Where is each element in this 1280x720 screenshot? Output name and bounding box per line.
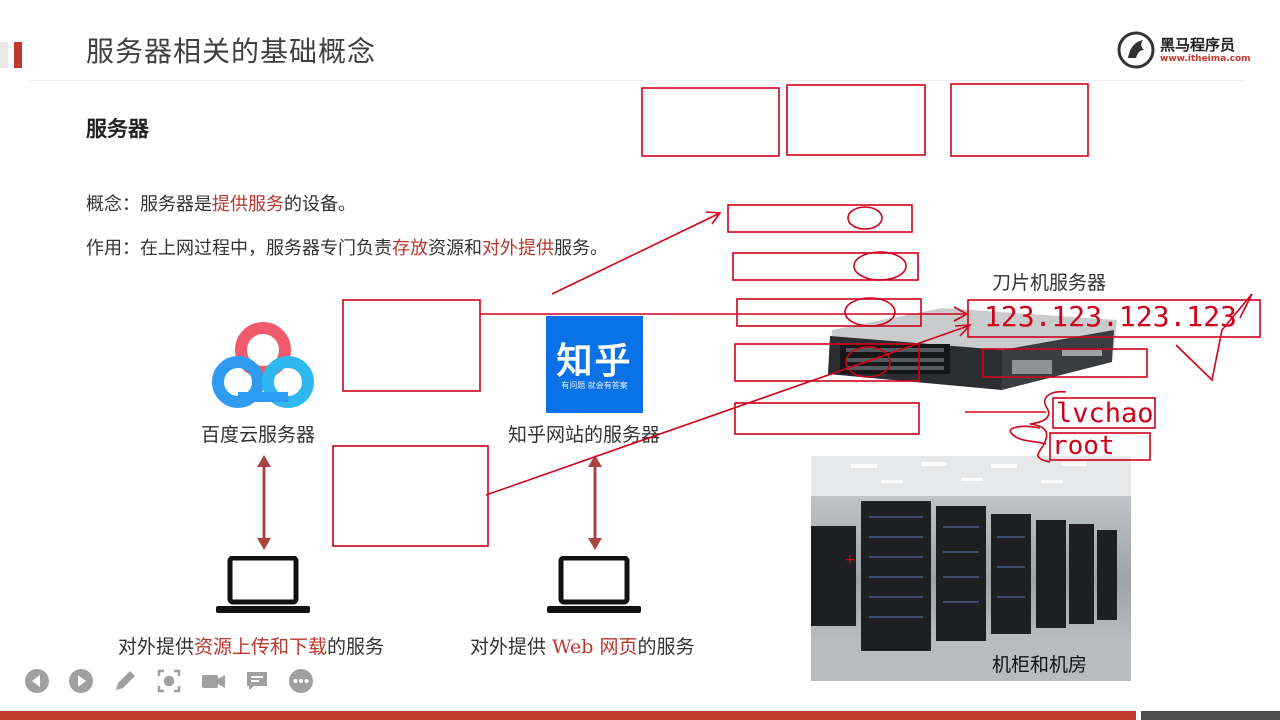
blade-server-image — [828, 308, 1117, 390]
role-line: 作用：在上网过程中，服务器专门负责存放资源和对外提供服务。 — [86, 238, 608, 259]
logo-name: 黑马程序员 — [1160, 36, 1236, 54]
left-service-caption: 对外提供资源上传和下载的服务 — [118, 636, 385, 658]
datacenter-image: + — [811, 456, 1131, 681]
annotation-box-r5 — [734, 402, 920, 435]
title-accent-bar — [14, 42, 22, 68]
annotation-box-left-1 — [342, 299, 481, 392]
section-title: 服务器 — [86, 116, 149, 141]
footer-red-bar — [0, 711, 1136, 720]
ip-annotation: 123.123.123.123 — [984, 300, 1237, 333]
annotation-box-r1 — [727, 204, 913, 233]
datacenter-label: 机柜和机房 — [992, 654, 1088, 676]
zhihu-logo: 知乎 有问题 就会有答案 — [546, 316, 643, 413]
annotation-box-top-3 — [950, 83, 1089, 157]
camera-icon[interactable] — [200, 668, 226, 694]
baidu-cloud-logo-icon — [212, 322, 314, 408]
annotation-box-r2 — [732, 252, 919, 281]
annotation-box-r3 — [736, 298, 922, 327]
baidu-label: 百度云服务器 — [201, 424, 316, 446]
svg-text:+: + — [844, 552, 856, 568]
zhihu-logo-slogan: 有问题 就会有答案 — [561, 381, 628, 390]
annotation-box-r4 — [734, 343, 920, 382]
blade-server-label: 刀片机服务器 — [992, 272, 1107, 294]
laptop-icon — [547, 556, 641, 613]
footer-gray-bar — [1141, 711, 1280, 720]
horse-logo-icon — [1117, 31, 1155, 69]
laptop-icon — [216, 556, 310, 613]
user-box-2 — [1049, 432, 1151, 461]
annotation-box-top-1 — [641, 87, 780, 157]
zhihu-logo-text: 知乎 — [556, 341, 633, 382]
double-arrow-icon — [257, 455, 271, 550]
annotation-box-top-2 — [786, 84, 926, 156]
annotation-box-r6 — [982, 348, 1148, 378]
next-icon[interactable] — [68, 668, 94, 694]
right-service-caption: 对外提供 Web 网页的服务 — [470, 636, 695, 658]
prev-icon[interactable] — [24, 668, 50, 694]
header-divider — [30, 80, 1245, 81]
user-annotation-2: root — [1052, 431, 1115, 461]
logo-url: www.itheima.com — [1160, 54, 1251, 64]
server-racks-graphic: + — [811, 456, 1131, 681]
title-bar-shadow — [0, 42, 8, 68]
annotation-box-left-2 — [332, 445, 489, 547]
user-annotation-1: lvchao — [1056, 398, 1154, 429]
more-icon[interactable] — [288, 668, 314, 694]
itheima-logo — [1116, 30, 1251, 70]
slide-title: 服务器相关的基础概念 — [86, 35, 377, 68]
zhihu-label: 知乎网站的服务器 — [508, 424, 661, 446]
pen-icon[interactable] — [112, 668, 138, 694]
comment-icon[interactable] — [244, 668, 270, 694]
user-box-1 — [1052, 397, 1156, 429]
concept-line: 概念：服务器是提供服务的设备。 — [86, 194, 356, 215]
screenshot-icon[interactable] — [156, 668, 182, 694]
ip-box — [967, 299, 1261, 338]
double-arrow-icon — [588, 455, 602, 550]
